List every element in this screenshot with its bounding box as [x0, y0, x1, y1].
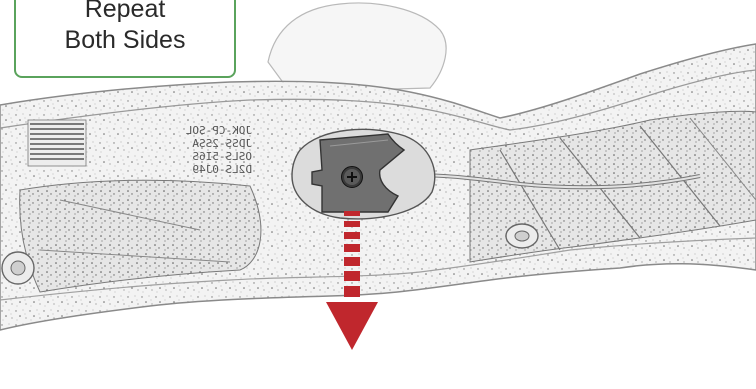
part-markings: JOK-CP-SOL JDSS-2SSA OSLS-5I6S D2LS-0J49 — [185, 124, 252, 176]
marking-line-1: JOK-CP-SOL — [185, 124, 252, 137]
vent-grille — [28, 120, 86, 166]
marking-line-3: OSLS-5I6S — [192, 150, 252, 163]
marking-line-4: D2LS-0J49 — [192, 163, 252, 176]
callout-line-1: Repeat — [16, 0, 234, 25]
callout-line-2: Both Sides — [16, 25, 234, 56]
screw-icon — [342, 167, 363, 188]
marking-line-2: JDSS-2SSA — [192, 137, 252, 150]
mount-tab — [268, 3, 446, 92]
repeat-callout: Repeat Both Sides — [14, 0, 236, 78]
